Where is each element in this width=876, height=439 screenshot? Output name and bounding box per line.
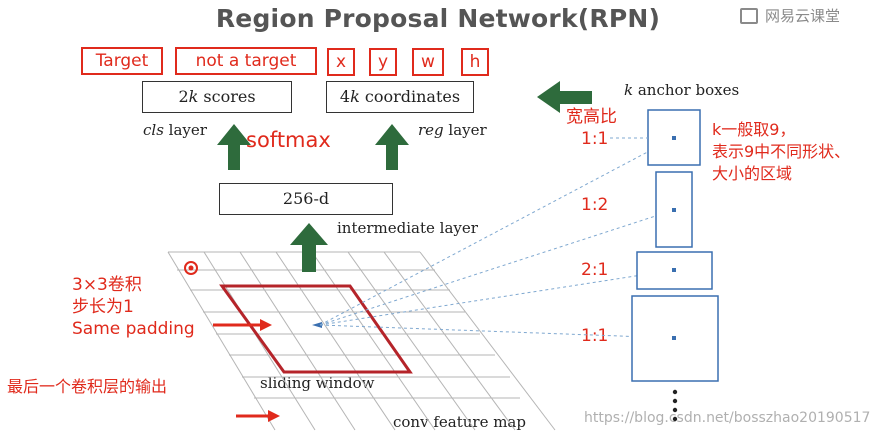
feature-map-label: conv feature map: [391, 413, 528, 431]
anchor-box-2x1: [636, 251, 713, 290]
softmax-label: softmax: [246, 128, 331, 152]
anchor-boxes: [631, 109, 719, 382]
ratio-label-3: 2:1: [581, 260, 609, 280]
target-label: Target: [81, 47, 163, 75]
conv-note-line2: 步长为1: [72, 297, 134, 317]
output-arrow-icon: [268, 410, 280, 422]
anchor-header-suffix: anchor boxes: [633, 81, 740, 99]
y-label: y: [369, 48, 397, 76]
anchor-box-1x1-large: [631, 295, 719, 382]
anchor-boxes-header: k anchor boxes: [624, 81, 739, 99]
cls-name: cls: [143, 121, 164, 139]
h-label: h: [461, 48, 489, 76]
more-anchors-ellipsis: ⋮: [668, 386, 690, 400]
coords-var: k: [350, 87, 360, 106]
feature-map-grid: [167, 251, 556, 431]
aspect-ratio-heading: 宽高比: [566, 107, 617, 127]
coordinates-box: 4k coordinates: [326, 81, 474, 113]
coords-count: 4: [339, 87, 351, 106]
anchor-k: k: [624, 81, 634, 99]
intermediate-box: 256-d: [219, 183, 393, 215]
reg-name: reg: [418, 121, 444, 139]
scores-suffix: scores: [198, 87, 256, 106]
ratio-label-4: 1:1: [581, 326, 609, 346]
anchor-box-1x1-small: [647, 109, 701, 166]
intermediate-arrow-icon: [290, 223, 328, 272]
last-conv-note: 最后一个卷积层的输出: [7, 377, 168, 396]
x-label: x: [327, 48, 355, 76]
sliding-window-outline: [219, 284, 413, 374]
scores-count: 2: [178, 87, 189, 106]
anchor-note-line1: k一般取9，: [712, 120, 796, 139]
w-label: w: [412, 48, 444, 76]
watermark: https://blog.csdn.net/bosszhao20190517: [584, 410, 871, 426]
not-target-label: not a target: [175, 47, 317, 75]
reg-suffix: layer: [443, 121, 487, 139]
scores-box: 2k scores: [142, 81, 292, 113]
coords-suffix: coordinates: [359, 87, 461, 106]
intermediate-layer-label: intermediate layer: [337, 219, 478, 237]
conv-arrow-icon: [260, 319, 272, 331]
scores-var: k: [188, 87, 199, 106]
anchor-note-line3: 大小的区域: [712, 164, 793, 183]
conv-note-line3: Same padding: [72, 319, 195, 339]
ratio-label-2: 1:2: [581, 195, 609, 215]
conv-note: 3×3卷积 步长为1 Same padding: [72, 274, 195, 340]
brand-logo-icon: [740, 8, 758, 24]
anchor-connector-lines: [319, 137, 675, 339]
red-marker-icon: [184, 261, 198, 275]
cls-suffix: layer: [163, 121, 207, 139]
anchor-note-line2: 表示9中不同形状、: [712, 142, 851, 161]
ratio-label-1: 1:1: [581, 129, 609, 149]
reg-arrow-icon: [375, 124, 409, 170]
anchor-note: k一般取9， 表示9中不同形状、 大小的区域: [712, 119, 850, 185]
conv-note-line1: 3×3卷积: [72, 275, 142, 295]
red-arrows: [213, 319, 280, 422]
anchor-box-1x2: [655, 171, 693, 248]
window-center-point: [312, 322, 322, 328]
cls-layer-label: cls layer: [143, 121, 207, 139]
brand-name: 网易云课堂: [765, 7, 841, 25]
page-title: Region Proposal Network(RPN): [215, 4, 661, 33]
reg-layer-label: reg layer: [418, 121, 487, 139]
sliding-window-label: sliding window: [258, 374, 377, 392]
